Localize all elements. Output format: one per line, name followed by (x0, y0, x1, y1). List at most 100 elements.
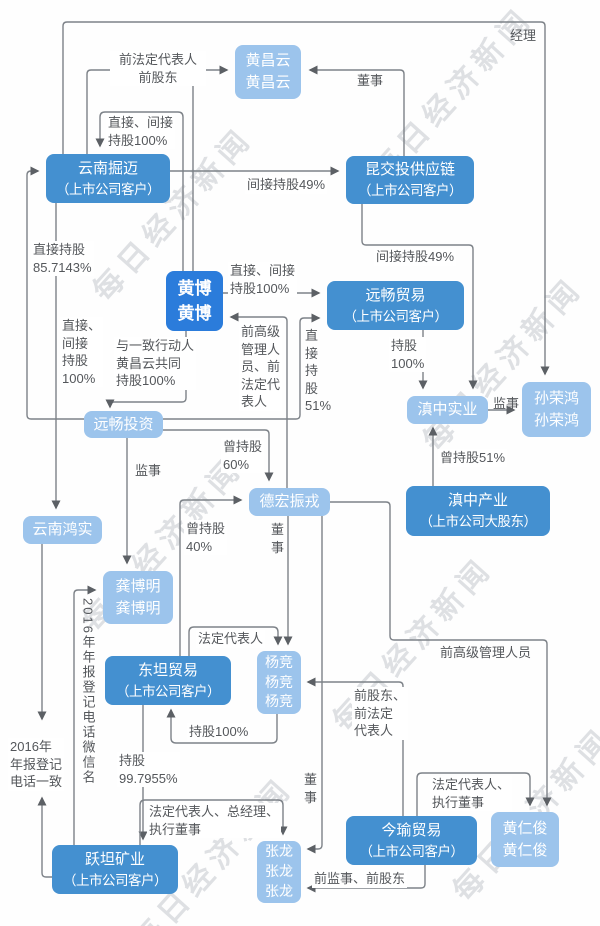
node-yangjing[interactable]: 杨竞 杨竞 杨竞 (257, 651, 301, 714)
node-sunronghong[interactable]: 孙荣鸿 孙荣鸿 (522, 382, 591, 437)
edge-qianggaoguanli (330, 501, 552, 807)
node-line: 滇中产业 (447, 492, 508, 510)
edge-label-fading-zhixing: 法定代表人、 执行董事 (430, 776, 513, 812)
node-line: 黄昌云 (245, 52, 291, 70)
edge-label-qiangudong-qianfa: 前股东、 前法定 代表人 (352, 687, 409, 740)
edge-qianfading (86, 65, 229, 154)
node-line: （上市公司客户） (56, 181, 161, 197)
node-kunjiaotou[interactable]: 昆交投供应链 （上市公司客户） (346, 156, 474, 204)
node-huangbo[interactable]: 黄博 黄博 (166, 271, 223, 331)
edge-qiangudong-yj (306, 677, 404, 816)
edge-label-fading-zongjingli: 法定代表人、总经理、 执行董事 (147, 803, 282, 839)
node-line: 云南鸿实 (32, 521, 93, 539)
node-dianzhongchanye[interactable]: 滇中产业 （上市公司大股东） (406, 486, 550, 536)
edge-label-dongshi-zhanglong: 董 事 (304, 772, 318, 805)
node-line: 今瑜贸易 (381, 821, 442, 839)
edge-label-yizhixingdong: 与一致行动人 黄昌云共同 持股100% (114, 337, 197, 390)
node-line: 杨竞 (265, 653, 293, 670)
edge-cengchigu40 (179, 495, 243, 656)
edge-label-qiangaoguanfa: 前高级 管理人 员、前 法定代 表人 (239, 323, 283, 411)
edge-cengchigu60 (163, 429, 274, 482)
edge-label-jianshi-left: 监事 (135, 463, 162, 478)
edge-label-zhijie857: 直接持股 85.7143% (31, 241, 94, 277)
edge-label-qiangaoguanli: 前高级管理人员 (440, 645, 532, 660)
edge-label-cengchigu40: 曾持股 40% (184, 520, 228, 556)
edge-label-cengchigu60: 曾持股 60% (221, 438, 265, 474)
node-yunnanjuemai[interactable]: 云南掘迈 （上市公司客户） (46, 154, 170, 203)
node-huangchangyun[interactable]: 黄昌云 黄昌云 (235, 45, 301, 99)
node-yuanchangmaoyi[interactable]: 远畅贸易 （上市公司客户） (327, 281, 464, 330)
edge-qgg-huangbo (229, 312, 288, 488)
edge-fzz-loop (139, 799, 288, 845)
node-line: 黄仁俊 (502, 819, 548, 837)
edge-label-qianfading-qiangudong: 前法定代表人 前股东 (110, 51, 206, 87)
node-line: 张龙 (265, 843, 293, 860)
node-gongboming[interactable]: 龚博明 龚博明 (103, 571, 173, 624)
edge-label-fadingdaibiaoren: 法定代表人 (196, 630, 266, 648)
node-line: （上市公司客户） (358, 183, 463, 199)
edge-zhijie857 (26, 166, 84, 420)
edge-jianjie49-2 (361, 204, 478, 390)
node-line: 黄昌云 (245, 74, 291, 91)
edge-label-chigu100-loop: 持股100% (187, 723, 251, 741)
node-dongtanmaoyi[interactable]: 东坦贸易 （上市公司客户） (105, 656, 231, 705)
edge-label-zhijie-jianjie-100-mid: 直接、间接 持股100% (228, 262, 298, 298)
node-yuanchangtouzi[interactable]: 远畅投资 (84, 411, 163, 438)
edge-weixinming (73, 585, 97, 845)
node-line: （上市公司客户） (63, 872, 168, 888)
node-line: 昆交投供应链 (364, 161, 455, 179)
edge-label-jianjie49-2: 间接持股49% (374, 248, 457, 266)
edge-fadzx-loop (416, 772, 535, 816)
edge-dongshi-zl (306, 516, 323, 854)
edge-yizhixingdong (105, 331, 187, 409)
edge-label-zhijie51: 直 接 持 股 51% (305, 328, 332, 414)
node-huangrenjun[interactable]: 黄仁俊 黄仁俊 (491, 812, 559, 867)
node-line: 东坦贸易 (137, 661, 198, 679)
edge-label-dongshi-top: 董事 (357, 73, 384, 88)
node-line: 孙荣鸿 (533, 411, 579, 429)
node-line: 跃坦矿业 (84, 850, 145, 868)
node-line: 张龙 (265, 882, 293, 899)
node-line: （上市公司客户） (116, 683, 221, 699)
node-line: 杨竞 (265, 673, 293, 690)
edge-label-jingli: 经理 (510, 28, 537, 43)
node-line: 远畅投资 (93, 415, 154, 433)
node-line: （上市公司客户） (359, 843, 465, 859)
edge-qianjianshi (306, 865, 426, 893)
node-line: 滇中实业 (417, 401, 478, 419)
edge-label-weixinming: 2016年年报登记电话微信名 (80, 598, 96, 785)
node-line: 张龙 (265, 863, 293, 880)
edge-label-chigu997955: 持股 99.7955% (117, 752, 180, 788)
node-jinyumaoyi[interactable]: 今瑜贸易 （上市公司客户） (346, 816, 477, 865)
node-line: 黄仁俊 (502, 841, 548, 859)
node-line: 远畅贸易 (365, 286, 426, 304)
edge-label-dongshi-dehong: 董 事 (271, 522, 285, 555)
node-yunnanhongshi[interactable]: 云南鸿实 (23, 516, 102, 544)
node-line: 孙荣鸿 (533, 389, 579, 407)
edge-label-jianshi-right: 监事 (493, 396, 520, 411)
edge-zhijie51 (163, 313, 321, 420)
node-yuetankuangye[interactable]: 跃坦矿业 （上市公司客户） (52, 845, 178, 894)
edge-label-cengchigu51: 曾持股51% (438, 449, 508, 467)
edge-label-zhijie-jianjie-100-top: 直接、间接 持股100% (106, 114, 176, 150)
edge-fading-loop (188, 626, 283, 656)
edge-label-zhijie-jianjie-100-left: 直接、 间接 持股 100% (60, 317, 104, 388)
node-zhanglong[interactable]: 张龙 张龙 张龙 (257, 841, 301, 903)
edge-loop-yunnanjuemai (95, 111, 184, 271)
node-dehongzhenrong[interactable]: 德宏振戎 (249, 488, 330, 516)
node-dianzhongshiye[interactable]: 滇中实业 (407, 396, 488, 424)
edge-label-dianhua-yizhi: 2016年 年报登记 电话一致 (8, 738, 65, 791)
node-line: 云南掘迈 (77, 159, 138, 177)
node-line: （上市公司大股东） (419, 514, 538, 530)
edge-chigu100-loop (166, 708, 278, 744)
node-line: 德宏振戎 (259, 493, 320, 511)
edge-jingli (62, 21, 550, 376)
node-line: 龚博明 (115, 577, 161, 595)
edge-label-chigu100-mid: 持股 100% (389, 337, 427, 373)
node-line: 杨竞 (265, 693, 293, 710)
node-line: 黄博 (177, 304, 212, 323)
edge-label-qianjianshi: 前监事、前股东 (312, 870, 408, 888)
node-line: （上市公司客户） (343, 308, 449, 324)
node-line: 黄博 (177, 278, 212, 298)
